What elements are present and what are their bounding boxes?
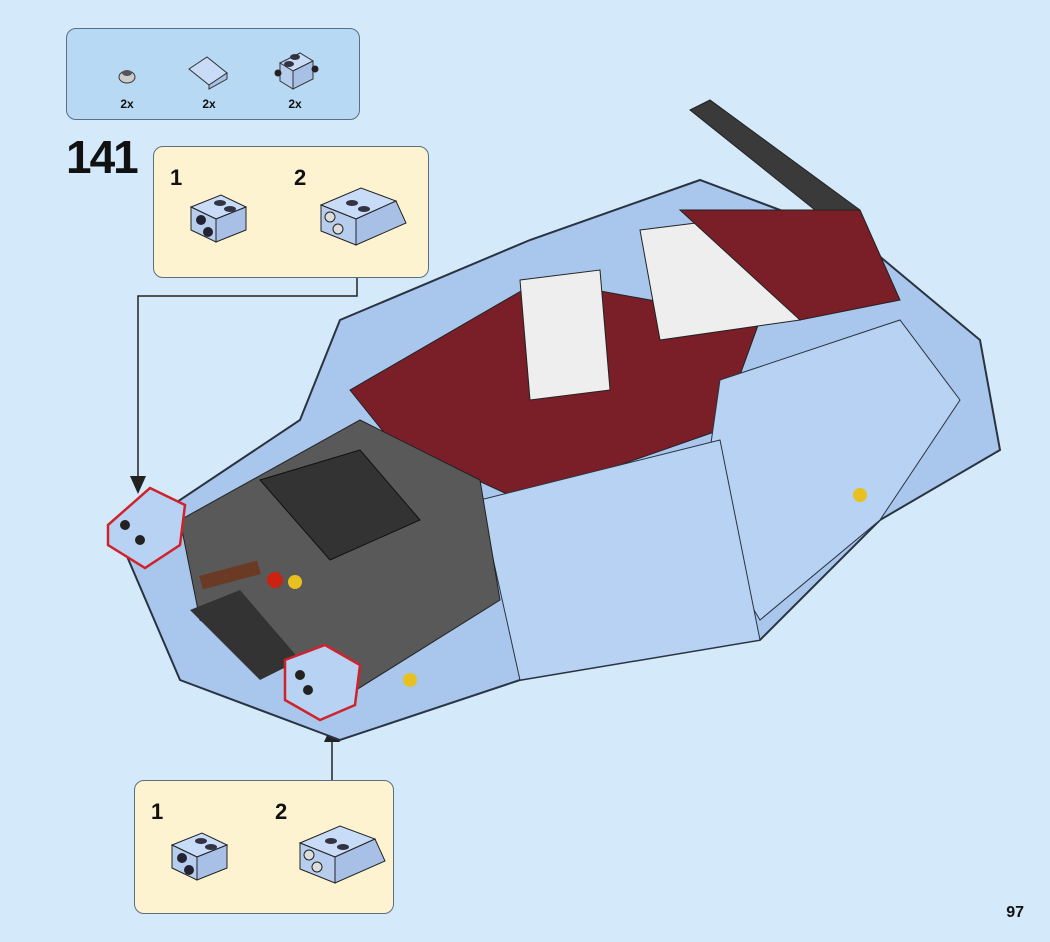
round-plate-icon [118, 70, 136, 84]
brick-assembly-2 [319, 187, 407, 246]
parts-list: 2x 2x 2x [66, 28, 360, 120]
slope-tile-icon [188, 56, 228, 90]
sub-step-number: 2 [275, 799, 288, 824]
step-number: 141 [66, 131, 139, 183]
sub-step-number: 1 [170, 165, 183, 190]
callout-pointer-top [137, 278, 358, 478]
part-qty: 2x [202, 97, 216, 111]
sub-step-number: 2 [294, 165, 307, 190]
arrow-down-icon [130, 476, 146, 494]
page-number: 97 [1006, 904, 1024, 921]
highlight-brick-bottom [283, 643, 362, 722]
callout-top: 1 2 [153, 146, 429, 278]
part-qty: 2x [120, 97, 134, 111]
sub-step-number: 1 [151, 799, 164, 824]
highlight-brick-top [106, 486, 187, 570]
part-qty: 2x [288, 97, 302, 111]
brick-with-studs-on-side-icon [274, 52, 319, 90]
brick-assembly-1 [170, 832, 229, 881]
callout-bottom: 1 2 [134, 780, 394, 914]
brick-assembly-2 [298, 825, 386, 884]
brick-assembly-1 [189, 194, 248, 243]
